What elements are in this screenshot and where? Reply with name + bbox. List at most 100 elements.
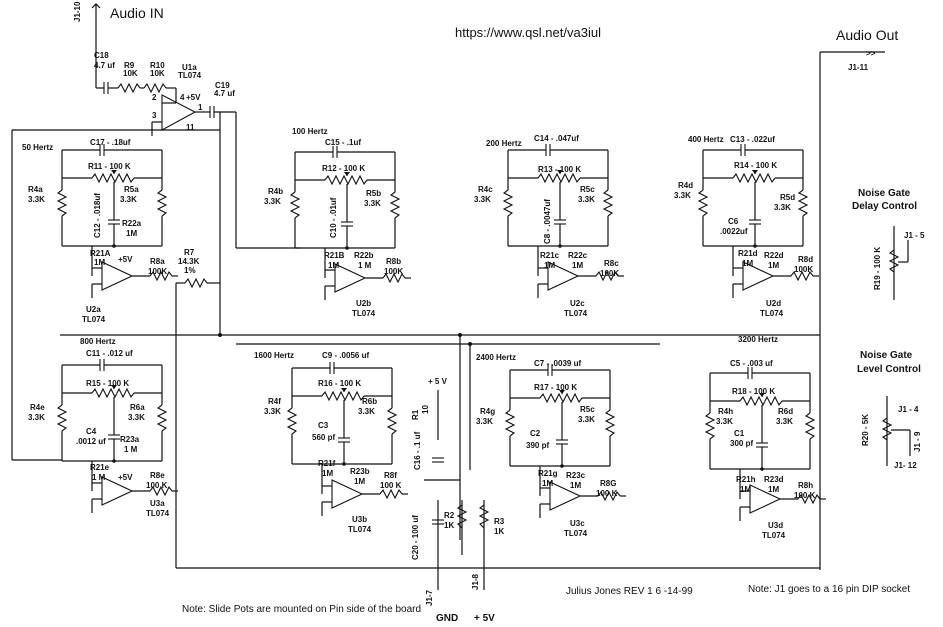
band-part: TL074	[564, 529, 588, 538]
band-freq: 3200 Hertz	[738, 335, 778, 344]
bus-lines	[11, 112, 820, 569]
band-u: U3c	[570, 519, 585, 528]
band-r8: R8d	[798, 255, 813, 264]
band-pot: R18 - 100 K	[732, 387, 775, 396]
band-cap: C7 - .0039 uf	[534, 359, 581, 368]
band-rb-val: 3.3K	[364, 199, 381, 208]
svg-text:1: 1	[198, 103, 203, 112]
band-r22-val: 1M	[126, 229, 137, 238]
r10-value: 10K	[150, 69, 165, 78]
band-r22: R22d	[764, 251, 784, 260]
band-ra: R4g	[480, 407, 495, 416]
band-ra: R4a	[28, 185, 43, 194]
band-pot: R11 - 100 K	[88, 162, 131, 171]
band-c2: C8 - .0047uf	[543, 199, 552, 244]
band-cap: C13 - .022uf	[730, 135, 775, 144]
r9-value: 10K	[123, 69, 138, 78]
band-ra: R4c	[478, 185, 493, 194]
band-ra: R4f	[268, 397, 281, 406]
band-r8: R8h	[798, 481, 813, 490]
band-freq: 2400 Hertz	[476, 353, 516, 362]
c20-label: C20 - 100 uf	[411, 515, 420, 560]
c16-label: C16 - .1 uf	[413, 431, 422, 470]
band-r21: R21e	[90, 463, 110, 472]
svg-text:3: 3	[152, 111, 157, 120]
source-url: https://www.qsl.net/va3iul	[455, 25, 601, 40]
band-c2-val: .0012 uf	[76, 437, 106, 446]
input-stage: C18 4.7 uf R9 10K R10 10K U1a TL074 C19 …	[94, 51, 237, 248]
band-ra-val: 3.3K	[716, 417, 733, 426]
band-r22: R22a	[122, 219, 142, 228]
c18-value: 4.7 uf	[94, 61, 115, 70]
band-cap: C5 - .003 uf	[730, 359, 773, 368]
band-freq: 50 Hertz	[22, 143, 53, 152]
audio-out-label: Audio Out	[836, 27, 898, 43]
band-part: TL074	[82, 315, 106, 324]
band-rb: R5d	[780, 193, 795, 202]
band-u: U3a	[150, 499, 165, 508]
band-r8: R8a	[150, 257, 165, 266]
band-rb: R5c	[580, 405, 595, 414]
band-part: TL074	[564, 309, 588, 318]
band-c2: C4	[86, 427, 97, 436]
band-r21: R21d	[738, 249, 758, 258]
plus5v-label: + 5 V	[428, 377, 448, 386]
band-r8-val: 100K	[148, 267, 167, 276]
noise-gate-delay: Noise Gate Delay Control J1 - 5 R19 - 10…	[852, 188, 925, 300]
band-cap: C11 - .012 uf	[86, 349, 133, 358]
j1-note: Note: J1 goes to a 16 pin DIP socket	[748, 584, 910, 595]
band-r8: R8f	[384, 471, 397, 480]
band-c2: C10 - .01uf	[329, 197, 338, 238]
audio-in-label: Audio IN	[110, 5, 164, 21]
band-rb: R6d	[778, 407, 793, 416]
band-freq: 400 Hertz	[688, 135, 724, 144]
band-part: TL074	[352, 309, 376, 318]
band-r22-val: 1 M	[124, 445, 138, 454]
mixer-r7: R7 14.3K 1% +5V +5V	[118, 248, 220, 482]
band-r8-val: 100 K	[380, 481, 402, 490]
band-rb-val: 3.3K	[578, 195, 595, 204]
band-ra: R4d	[678, 181, 693, 190]
j1-11-label: J1-11	[848, 63, 869, 72]
band-rb-val: 3.3K	[776, 417, 793, 426]
band-freq: 100 Hertz	[292, 127, 328, 136]
svg-text:4: 4	[180, 93, 185, 102]
r7-value: 14.3K	[178, 257, 200, 266]
band-cap: C14 - .047uf	[534, 134, 579, 143]
band-r22-val: 1M	[570, 481, 581, 490]
j1-9-label: J1 - 9	[913, 431, 922, 452]
band-c2: C6	[728, 217, 739, 226]
band-ra-val: 3.3K	[264, 407, 281, 416]
u1a-part: TL074	[178, 71, 202, 80]
c19-value: 4.7 uf	[214, 89, 235, 98]
band-c2: C1	[734, 429, 745, 438]
band-rb-val: 3.3K	[578, 415, 595, 424]
band-freq: 1600 Hertz	[254, 351, 294, 360]
r7-label: R7	[184, 248, 195, 257]
u1a-supply: +5V	[186, 93, 201, 102]
band-c2-val: 560 pf	[312, 433, 335, 442]
band-r8-val: 100 K	[596, 489, 618, 498]
band-rm: 1M	[94, 258, 105, 267]
j1-10-label: J1-10	[73, 1, 82, 22]
level-title: Noise Gate	[860, 350, 913, 361]
band-part: TL074	[760, 309, 784, 318]
band-r21: R21f	[318, 459, 336, 468]
band-rb: R5a	[124, 185, 139, 194]
band-pot: R15 - 100 K	[86, 379, 129, 388]
band-rm: 1M	[742, 259, 753, 268]
band-ra: R4h	[718, 407, 733, 416]
band-c2: C2	[530, 429, 541, 438]
band-r22: R22b	[354, 251, 374, 260]
band-rm: 1M	[740, 485, 751, 494]
band-rb: R5c	[580, 185, 595, 194]
band-rm: 1 M	[92, 473, 106, 482]
band-r22-val: 1M	[354, 477, 365, 486]
band-r8: R8e	[150, 471, 165, 480]
band-r8-val: 100K	[600, 269, 619, 278]
band-cap: C17 - .18uf	[90, 138, 131, 147]
r3-value: 1K	[494, 527, 504, 536]
band-r8-val: 100 K	[794, 491, 816, 500]
band-rm: 1M	[322, 469, 333, 478]
r2-value: 1K	[444, 521, 454, 530]
